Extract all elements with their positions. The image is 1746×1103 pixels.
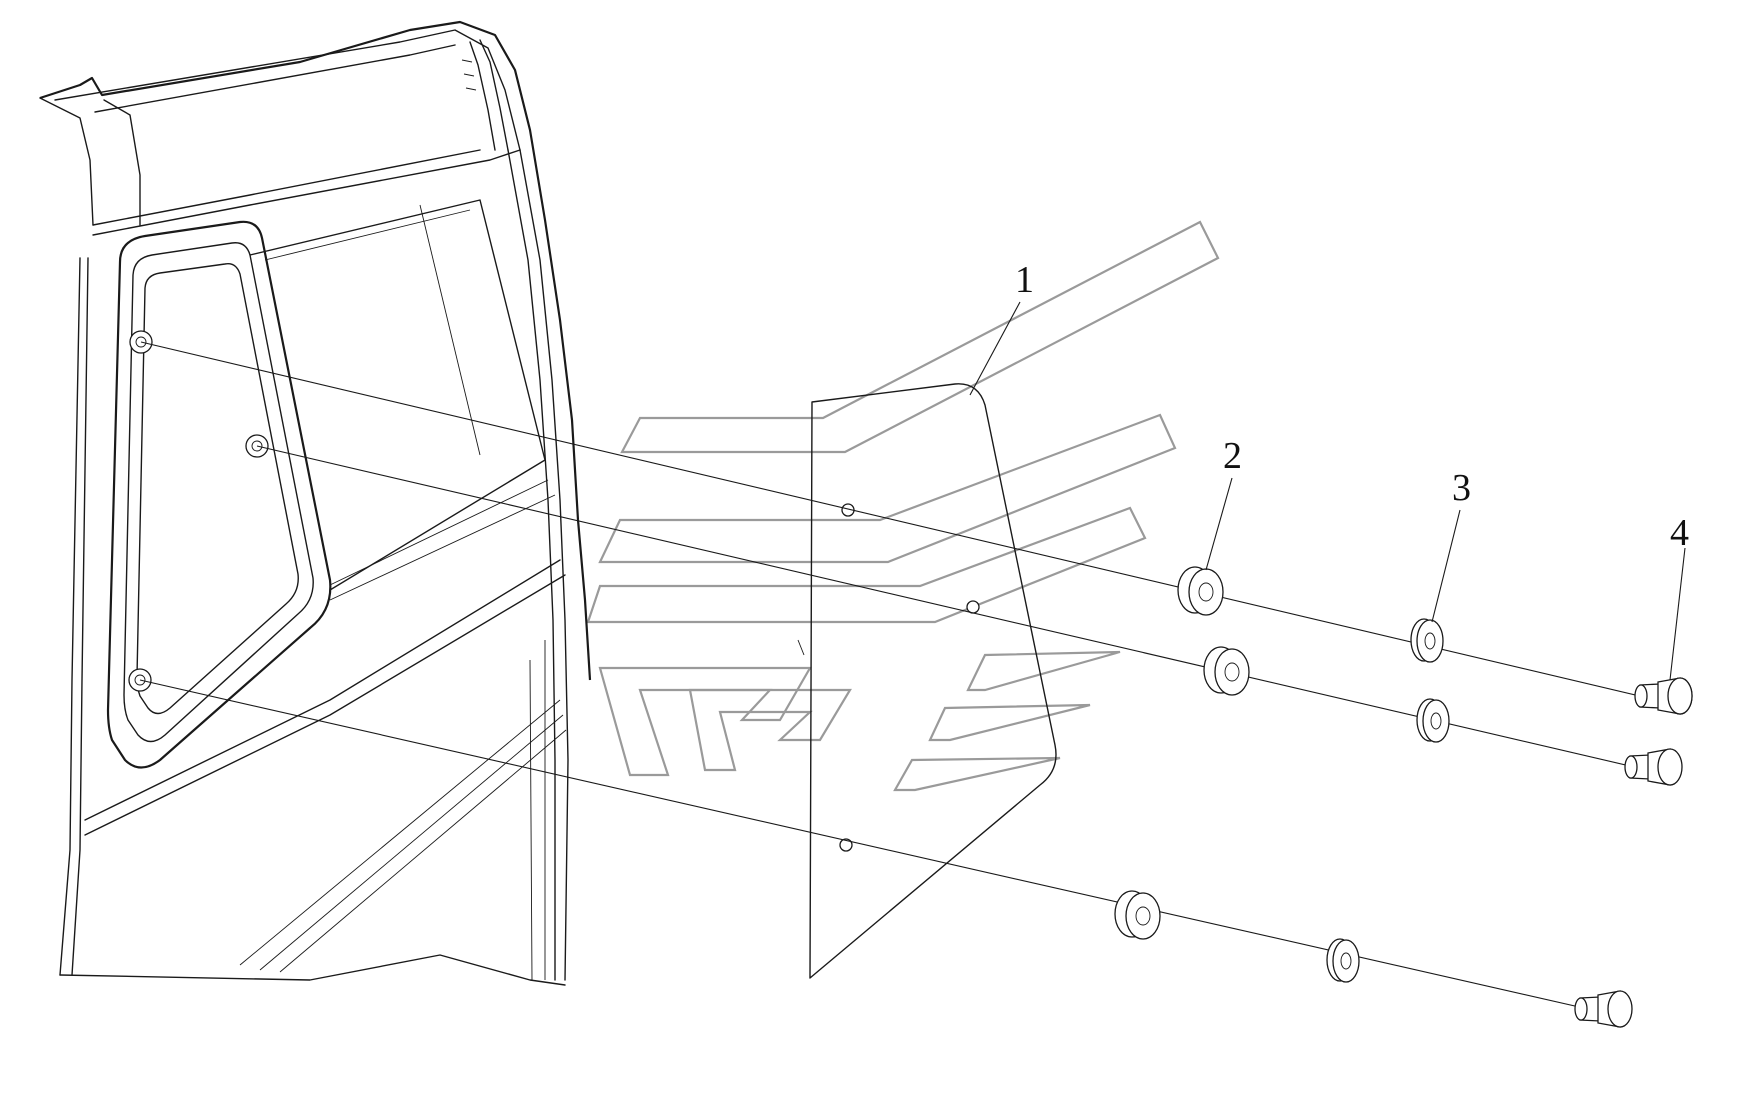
washer-top	[1410, 618, 1444, 663]
assembly-axes	[139, 341, 1666, 1015]
window-frame	[106, 220, 332, 769]
rivet-middle	[1624, 748, 1683, 786]
callout-1: 1	[1015, 259, 1034, 301]
rivet-top	[1634, 677, 1693, 715]
rivet-bottom	[1574, 990, 1633, 1028]
washer-bottom	[1326, 938, 1360, 983]
grommet-bottom	[1114, 890, 1161, 940]
grommet-top	[1177, 566, 1224, 616]
cab-side-panel	[39, 20, 592, 986]
grommet-middle	[1203, 646, 1250, 696]
callout-4: 4	[1670, 512, 1689, 554]
leader-lines	[969, 301, 1686, 681]
callout-2: 2	[1223, 435, 1242, 477]
callout-3: 3	[1452, 467, 1471, 509]
watermark-logo	[586, 220, 1220, 792]
glass-panel	[797, 383, 1057, 979]
washer-middle	[1416, 698, 1450, 743]
